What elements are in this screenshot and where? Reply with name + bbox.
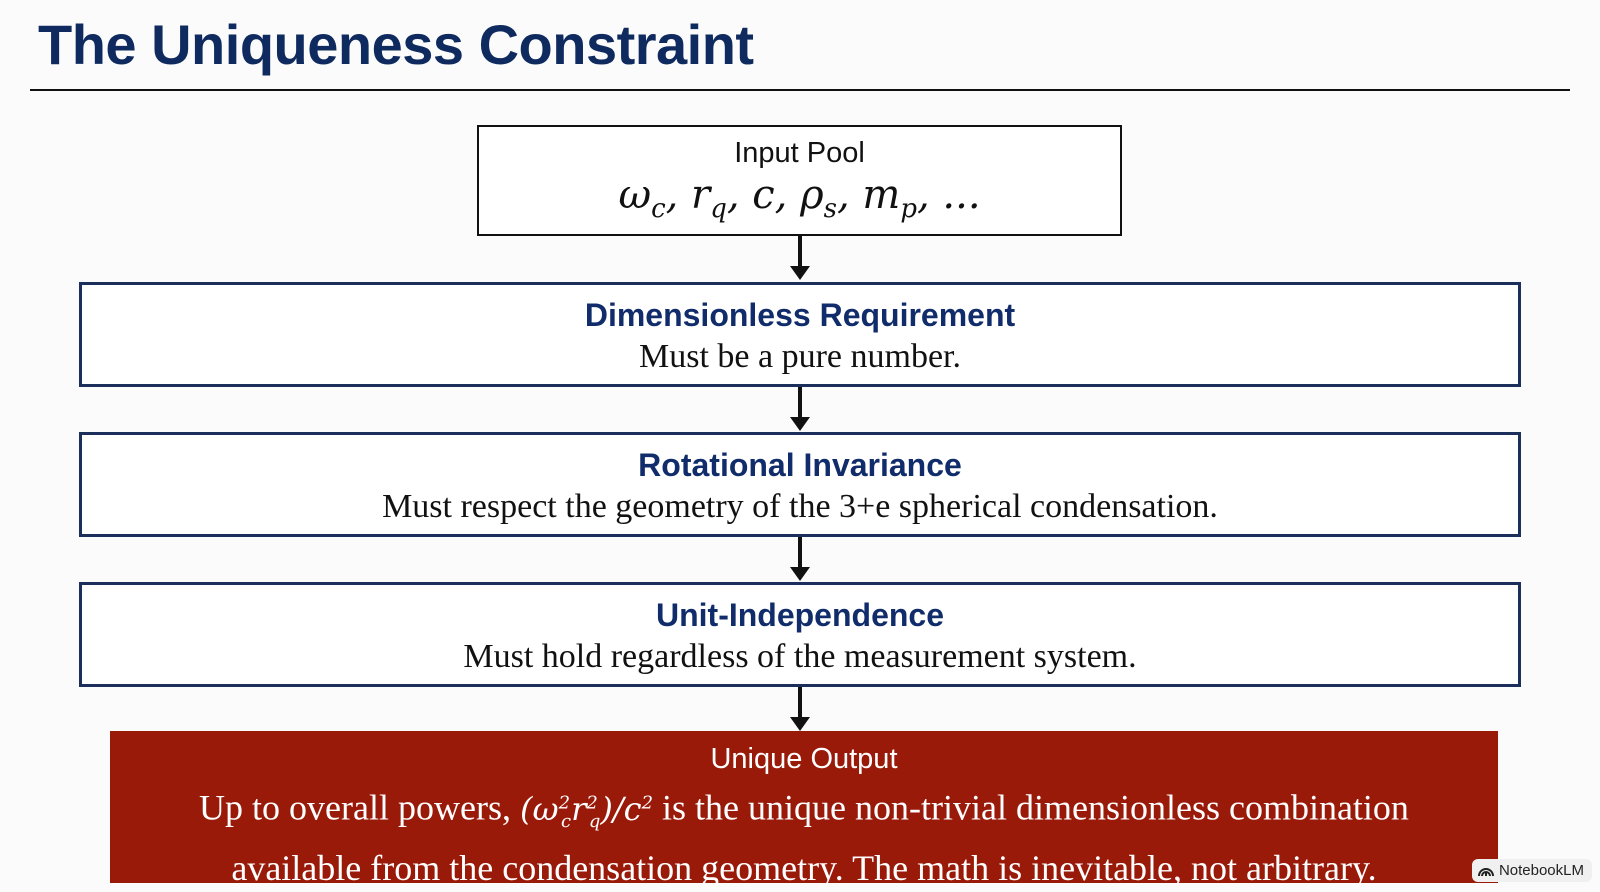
requirement-description: Must respect the geometry of the 3+e sph… [382, 488, 1218, 525]
arrow-down-icon [790, 687, 810, 731]
arrow-down-icon [790, 537, 810, 581]
page-title: The Uniqueness Constraint [38, 13, 754, 76]
output-line1-prefix: Up to overall powers, [199, 787, 520, 828]
output-formula: (ω2cr2q)/c2 [519, 789, 654, 833]
requirement-title: Unit-Independence [655, 597, 944, 633]
requirement-title: Dimensionless Requirement [584, 297, 1016, 333]
requirement-description: Must hold regardless of the measurement … [463, 638, 1137, 675]
watermark-label: NotebookLM [1498, 862, 1584, 879]
arrow-down-icon [790, 387, 810, 431]
output-line2: available from the condensation geometry… [231, 848, 1377, 889]
input-pool-box: Input Pool ωc, rq, c, ρs, mp, ... [477, 125, 1122, 236]
title-divider [30, 89, 1570, 91]
notebooklm-logo-icon [1477, 867, 1494, 876]
unique-output-box: Unique Output Up to overall powers, (ω2c… [110, 731, 1498, 888]
notebooklm-watermark: NotebookLM [1471, 859, 1592, 882]
arrow-down-icon [790, 236, 810, 280]
requirement-title: Rotational Invariance [638, 447, 962, 483]
requirement-description: Must be a pure number. [639, 338, 961, 375]
output-title: Unique Output [710, 743, 898, 775]
output-line1-suffix: is the unique non-trivial dimensionless … [653, 787, 1409, 828]
requirement-box-rotational: Rotational Invariance Must respect the g… [79, 432, 1521, 537]
output-text: Up to overall powers, (ω2cr2q)/c2 is the… [110, 780, 1498, 891]
input-pool-label: Input Pool [734, 137, 865, 169]
requirement-box-unit-independence: Unit-Independence Must hold regardless o… [79, 582, 1521, 687]
requirement-box-dimensionless: Dimensionless Requirement Must be a pure… [79, 282, 1521, 387]
input-pool-formula: ωc, rq, c, ρs, mp, ... [618, 172, 981, 224]
